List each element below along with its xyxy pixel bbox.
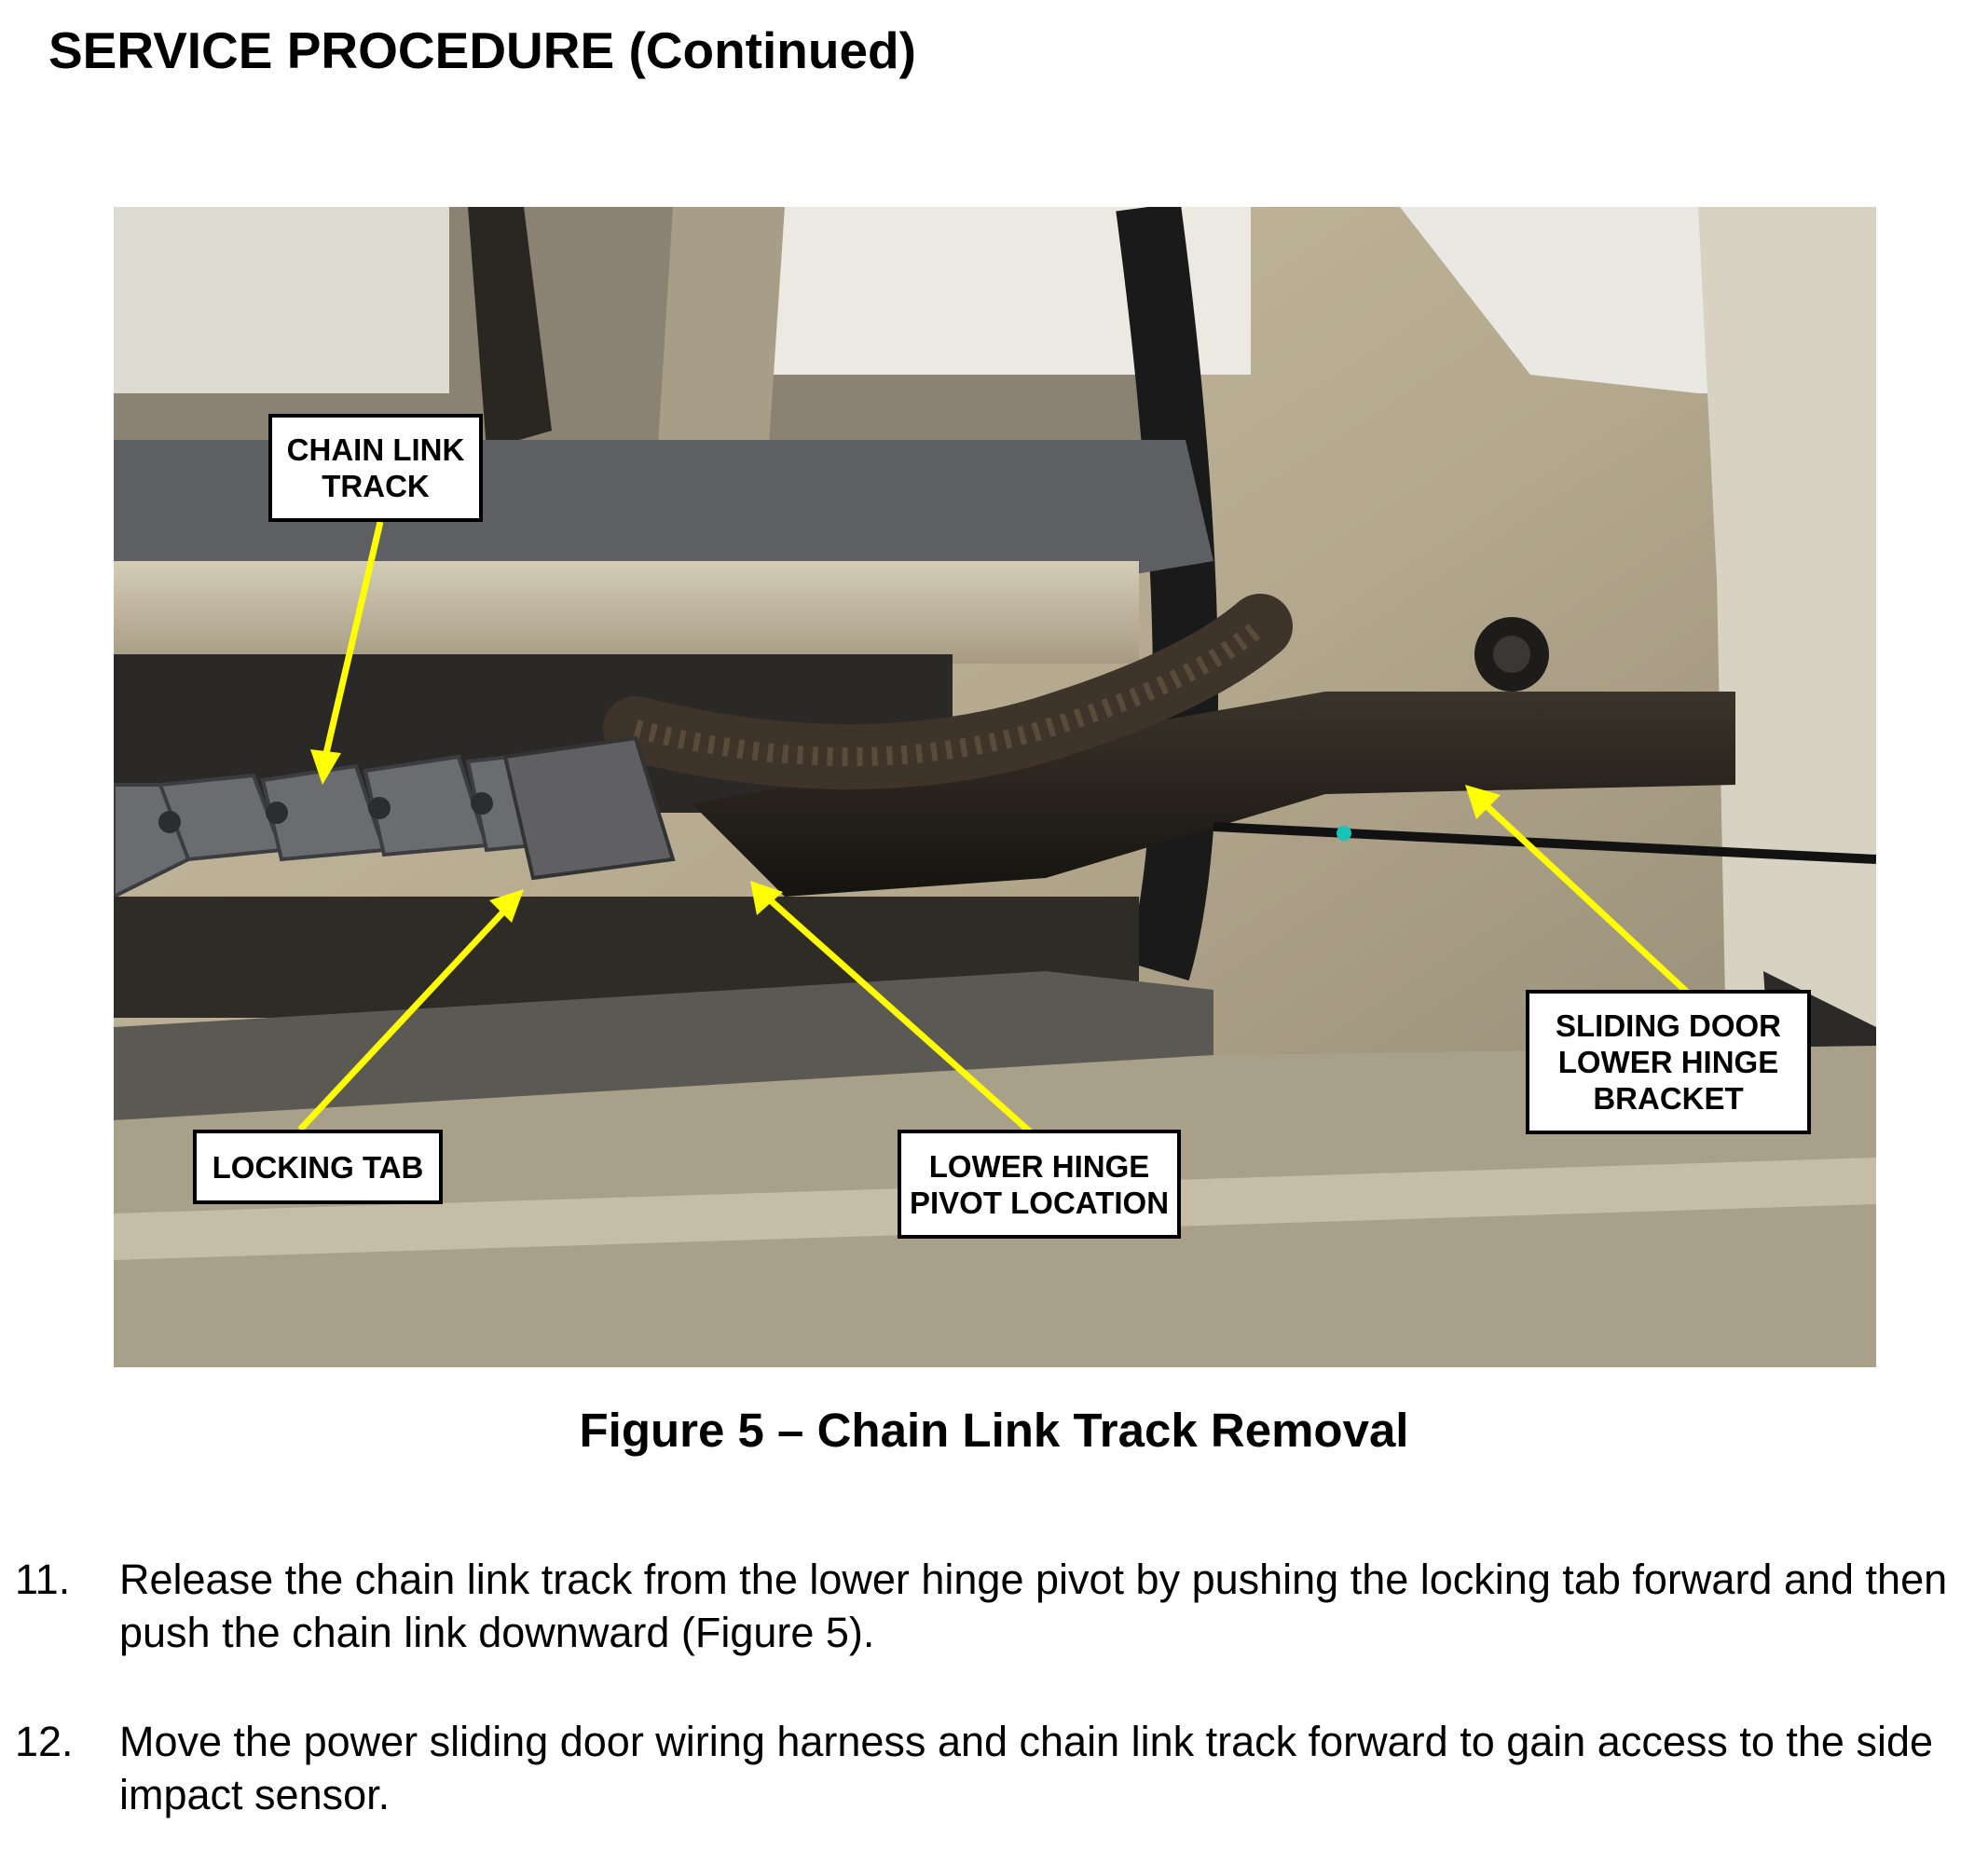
figure-photo: CHAIN LINK TRACK LOCKING TAB LOWER HINGE… [114,207,1876,1367]
figure-caption: Figure 5 – Chain Link Track Removal [579,1404,1409,1457]
step-number: 12. [15,1718,74,1765]
arrowhead-chain-link-track [310,749,341,785]
arrow-chain-link-track [321,521,384,762]
callout-locking-tab: LOCKING TAB [193,1130,443,1204]
callout-chain-link-track: CHAIN LINK TRACK [268,414,483,522]
procedure-step: 12. Move the power sliding door wiring h… [0,1715,1988,1827]
callout-lower-hinge-bracket: SLIDING DOOR LOWER HINGE BRACKET [1526,990,1811,1134]
procedure-step: 11. Release the chain link track from th… [0,1553,1988,1665]
step-number: 11. [15,1556,71,1603]
callout-lower-hinge-pivot: LOWER HINGE PIVOT LOCATION [898,1130,1181,1239]
step-text: Move the power sliding door wiring harne… [119,1718,1934,1818]
arrowhead-lower-hinge-pivot [750,881,783,915]
arrowhead-locking-tab [489,889,524,923]
callout-arrows [297,521,1694,1144]
arrow-locking-tab [297,903,512,1132]
arrowhead-lower-hinge-bracket [1465,785,1501,819]
arrow-lower-hinge-bracket [1481,801,1694,999]
arrow-lower-hinge-pivot [763,894,1043,1144]
step-text: Release the chain link track from the lo… [119,1556,1948,1656]
page-heading: SERVICE PROCEDURE (Continued) [48,21,916,79]
